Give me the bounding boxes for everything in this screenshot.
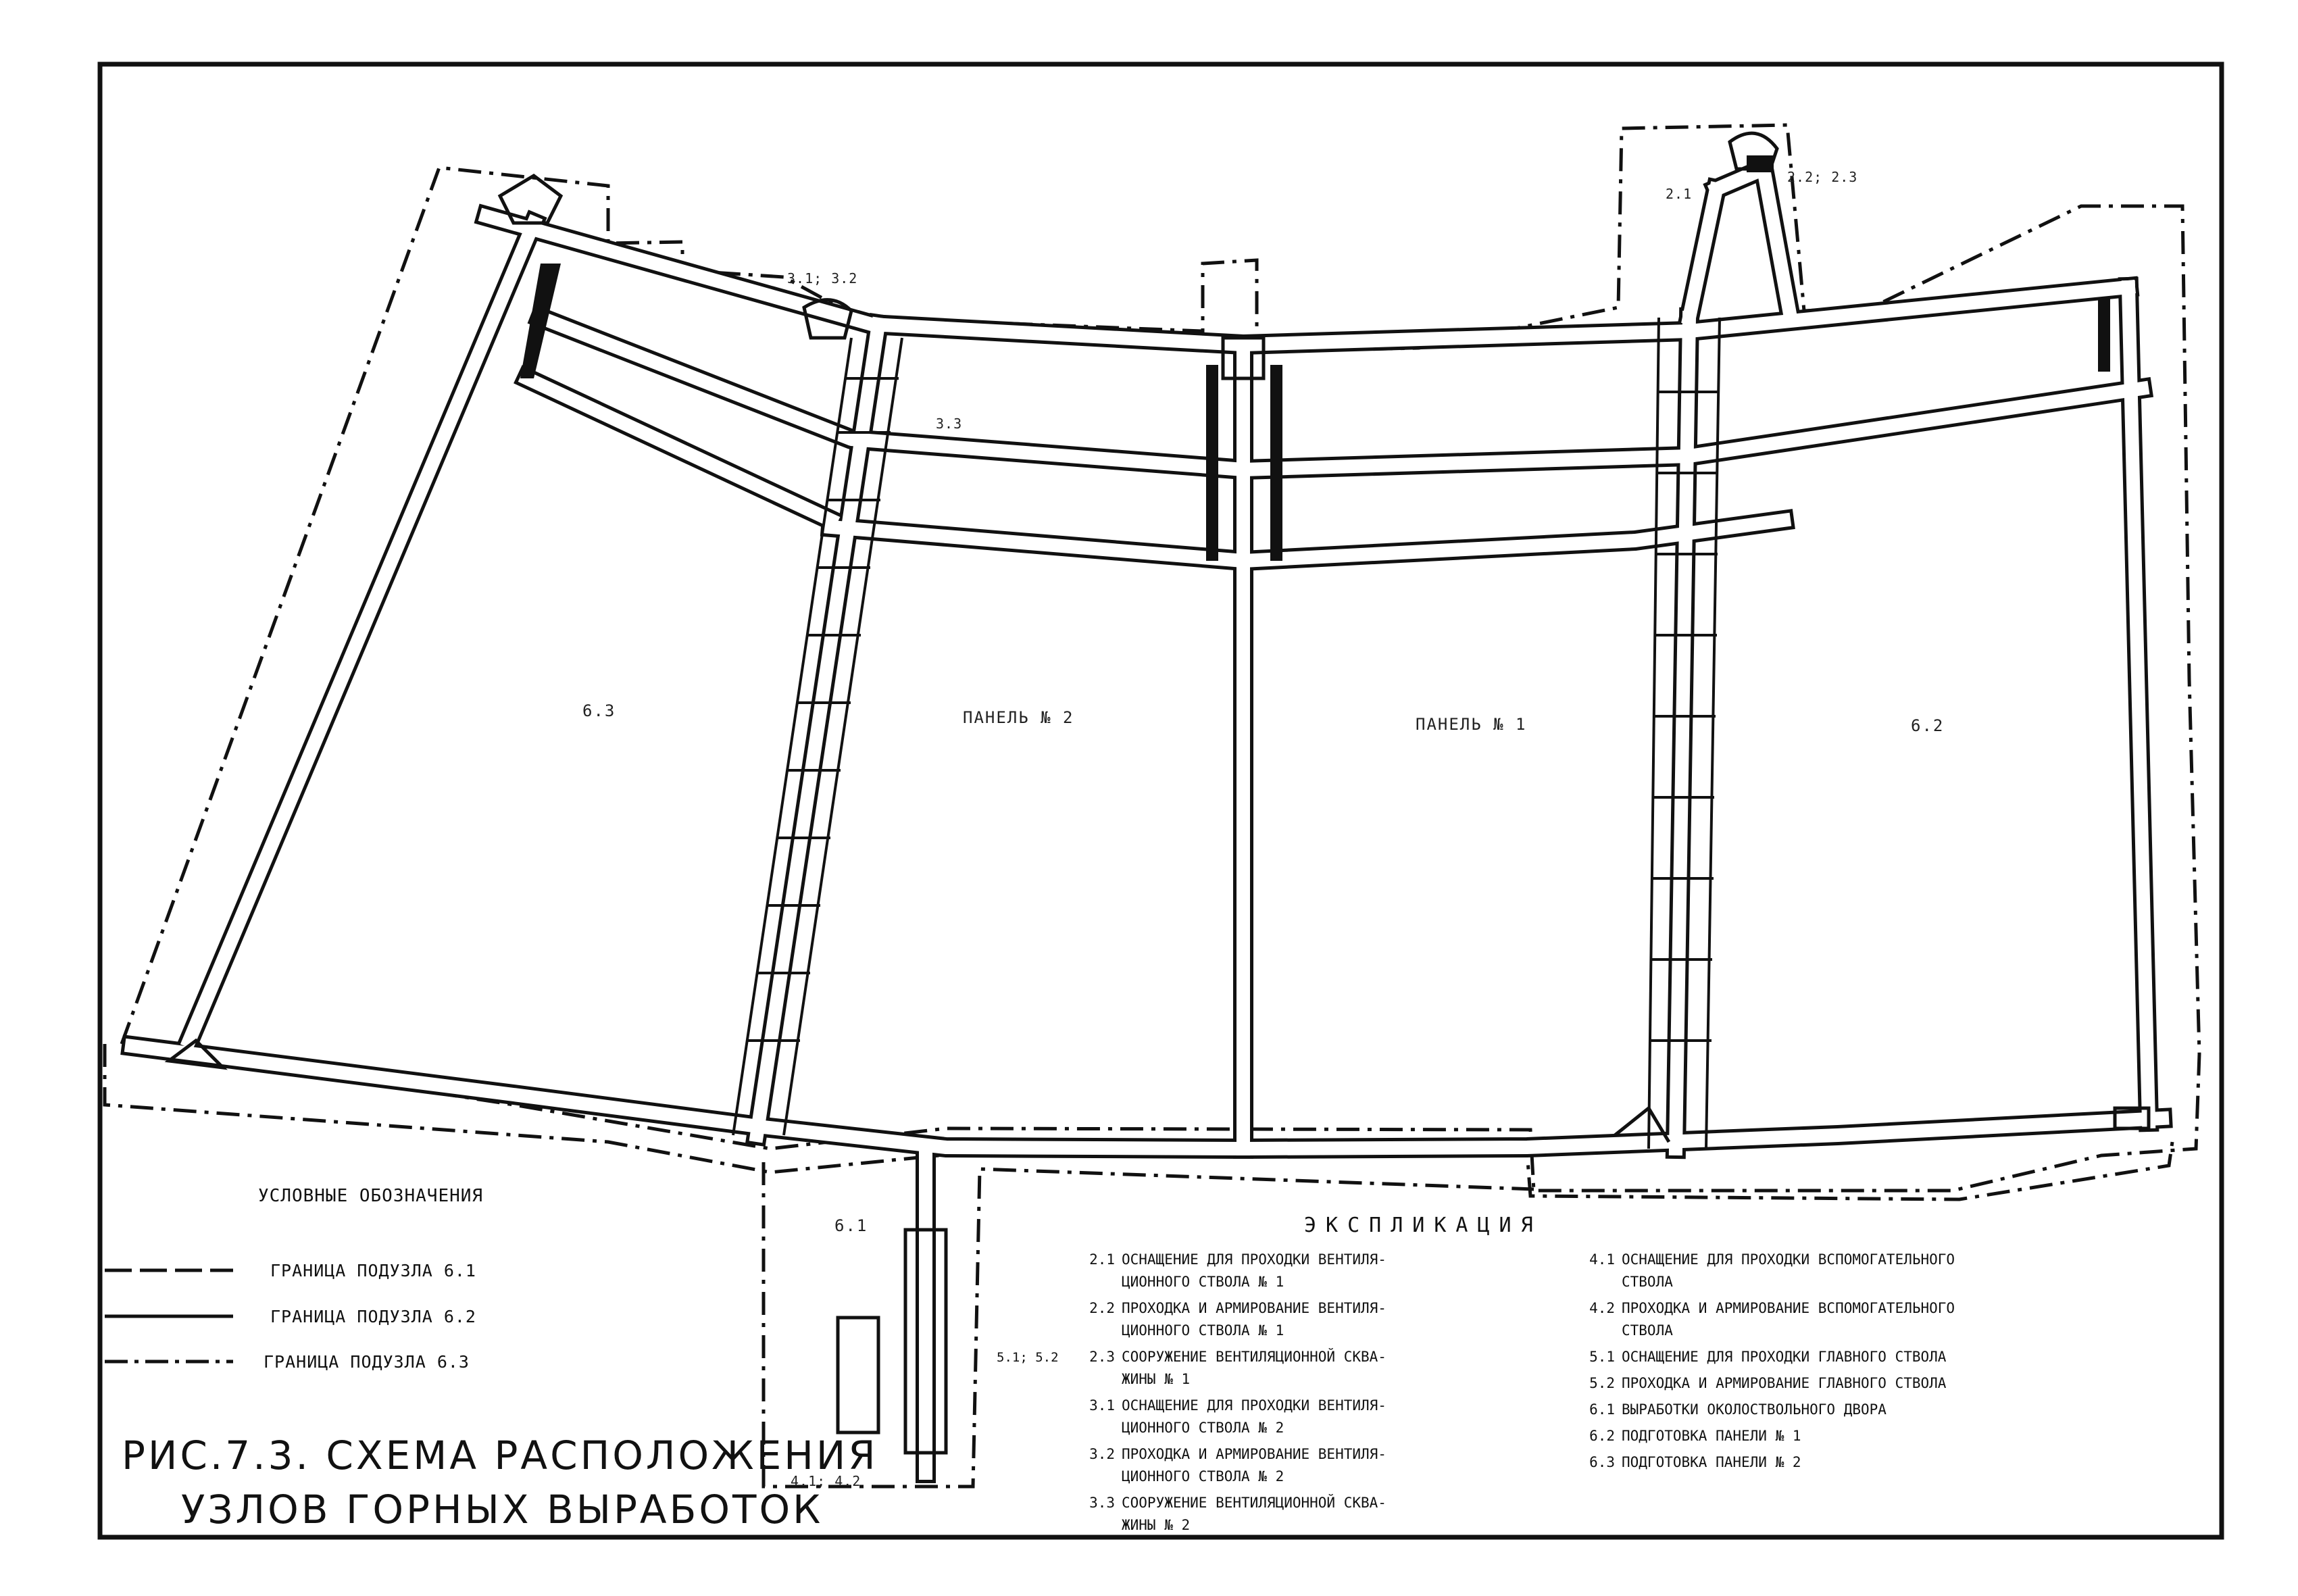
legend-line-samples [105,1268,233,1364]
explication-item: 4.1 ОСНАЩЕНИЕ ДЛЯ ПРОХОДКИ ВСПОМОГАТЕЛЬНО… [1554,1249,2176,1293]
explication-text: ОСНАЩЕНИЕ ДЛЯ ПРОХОДКИ ГЛАВНОГО СТВОЛА [1622,1349,1947,1365]
hatched-zones [520,155,2110,561]
zone-label-panel-2: ПАНЕЛЬ № 2 [963,708,1074,727]
explication-item: 2.1 ОСНАЩЕНИЕ ДЛЯ ПРОХОДКИ ВЕНТИЛЯ- ЦИОНН… [1054,1249,1500,1293]
explication-item: 5.1 ОСНАЩЕНИЕ ДЛЯ ПРОХОДКИ ГЛАВНОГО СТВОЛ… [1554,1346,2176,1368]
explication-item: 3.1 ОСНАЩЕНИЕ ДЛЯ ПРОХОДКИ ВЕНТИЛЯ- ЦИОНН… [1054,1395,1500,1439]
legend-label-6-2: ГРАНИЦА ПОДУЗЛА 6.2 [270,1307,476,1326]
explication-text: ПРОХОДКА И АРМИРОВАНИЕ ВЕНТИЛЯ- ЦИОННОГО… [1122,1300,1387,1339]
explication-item: 3.3 СООРУЖЕНИЕ ВЕНТИЛЯЦИОННОЙ СКВА- ЖИНЫ … [1054,1492,1500,1537]
explication-text: ПРОХОДКА И АРМИРОВАНИЕ ВСПОМОГАТЕЛЬНОГО … [1622,1300,1955,1339]
figure-caption-line2: УЗЛОВ ГОРНЫХ ВЫРАБОТОК [181,1487,824,1532]
explication-text: ПОДГОТОВКА ПАНЕЛИ № 2 [1622,1454,1801,1470]
zone-label-6-1: 6.1 [834,1216,868,1235]
tunnels-inner [124,162,2170,1480]
explication-item: 6.1 ВЫРАБОТКИ ОКОЛОСТВОЛЬНОГО ДВОРА [1554,1399,2176,1421]
explication-text: ОСНАЩЕНИЕ ДЛЯ ПРОХОДКИ ВЕНТИЛЯ- ЦИОННОГО… [1122,1397,1387,1436]
parallel-drifts [732,317,1721,1149]
legend-label-6-1: ГРАНИЦА ПОДУЗЛА 6.1 [270,1261,476,1280]
legend-label-6-3: ГРАНИЦА ПОДУЗЛА 6.3 [264,1352,470,1372]
sheet-frame [97,61,2224,1540]
explication-item: 2.3 СООРУЖЕНИЕ ВЕНТИЛЯЦИОННОЙ СКВА- ЖИНЫ … [1054,1346,1500,1391]
explication-text: ПОДГОТОВКА ПАНЕЛИ № 1 [1622,1428,1801,1444]
explication-code: 2.1 [1089,1251,1115,1268]
node-label-2-1: 2.1 [1666,186,1693,202]
explication-title: ЭКСПЛИКАЦИЯ [1304,1214,1543,1237]
explication-text: ОСНАЩЕНИЕ ДЛЯ ПРОХОДКИ ВЕНТИЛЯ- ЦИОННОГО… [1122,1251,1387,1290]
explication-code: 3.1 [1089,1397,1115,1414]
explication-code: 5.2 [1589,1375,1615,1391]
explication-text: ОСНАЩЕНИЕ ДЛЯ ПРОХОДКИ ВСПОМОГАТЕЛЬНОГО … [1622,1251,1955,1290]
explication-item: 2.2 ПРОХОДКА И АРМИРОВАНИЕ ВЕНТИЛЯ- ЦИОНН… [1054,1297,1500,1342]
zone-label-6-3: 6.3 [582,701,616,720]
legend-title: УСЛОВНЫЕ ОБОЗНАЧЕНИЯ [258,1186,484,1206]
explication-item: 3.2 ПРОХОДКА И АРМИРОВАНИЕ ВЕНТИЛЯ- ЦИОНН… [1054,1443,1500,1488]
explication-code: 3.2 [1089,1446,1115,1462]
explication-code: 6.1 [1589,1401,1615,1418]
explication-item: 4.2 ПРОХОДКА И АРМИРОВАНИЕ ВСПОМОГАТЕЛЬНО… [1554,1297,2176,1342]
subnode-boundary [103,123,2201,1489]
node-label-5-1-5-2: 5.1; 5.2 [997,1350,1059,1365]
explication-text: СООРУЖЕНИЕ ВЕНТИЛЯЦИОННОЙ СКВА- ЖИНЫ № 1 [1122,1349,1387,1387]
cross-cuts [747,377,1719,1042]
explication-item: 6.3 ПОДГОТОВКА ПАНЕЛИ № 2 [1554,1451,2176,1474]
explication-text: ВЫРАБОТКИ ОКОЛОСТВОЛЬНОГО ДВОРА [1622,1401,1887,1418]
explication-code: 2.2 [1089,1300,1115,1316]
explication-text: ПРОХОДКА И АРМИРОВАНИЕ ВЕНТИЛЯ- ЦИОННОГО… [1122,1446,1387,1485]
explication-code: 4.1 [1589,1251,1615,1268]
explication-item: 6.2 ПОДГОТОВКА ПАНЕЛИ № 1 [1554,1425,2176,1447]
explication-code: 5.1 [1589,1349,1615,1365]
explication-text: ПРОХОДКА И АРМИРОВАНИЕ ГЛАВНОГО СТВОЛА [1622,1375,1947,1391]
explication-code: 6.3 [1589,1454,1615,1470]
explication-right-column: 4.1 ОСНАЩЕНИЕ ДЛЯ ПРОХОДКИ ВСПОМОГАТЕЛЬНО… [1554,1249,2176,1478]
explication-text: СООРУЖЕНИЕ ВЕНТИЛЯЦИОННОЙ СКВА- ЖИНЫ № 2 [1122,1495,1387,1533]
explication-code: 4.2 [1589,1300,1615,1316]
node-label-2-2-2-3: 2.2; 2.3 [1787,169,1858,185]
explication-code: 6.2 [1589,1428,1615,1444]
node-label-3-1-3-2: 3.1; 3.2 [787,270,858,286]
explication-code: 2.3 [1089,1349,1115,1365]
chambers [164,131,2151,1455]
node-label-3-3: 3.3 [936,416,963,432]
explication-code: 3.3 [1089,1495,1115,1511]
zone-label-panel-1: ПАНЕЛЬ № 1 [1416,715,1527,734]
explication-item: 5.2 ПРОХОДКА И АРМИРОВАНИЕ ГЛАВНОГО СТВОЛ… [1554,1372,2176,1395]
node-label-4-1-4-2: 4.1; 4.2 [791,1473,861,1489]
figure-caption-line1: РИС.7.3. СХЕМА РАСПОЛОЖЕНИЯ [122,1432,878,1478]
zone-label-6-2: 6.2 [1911,716,1945,735]
